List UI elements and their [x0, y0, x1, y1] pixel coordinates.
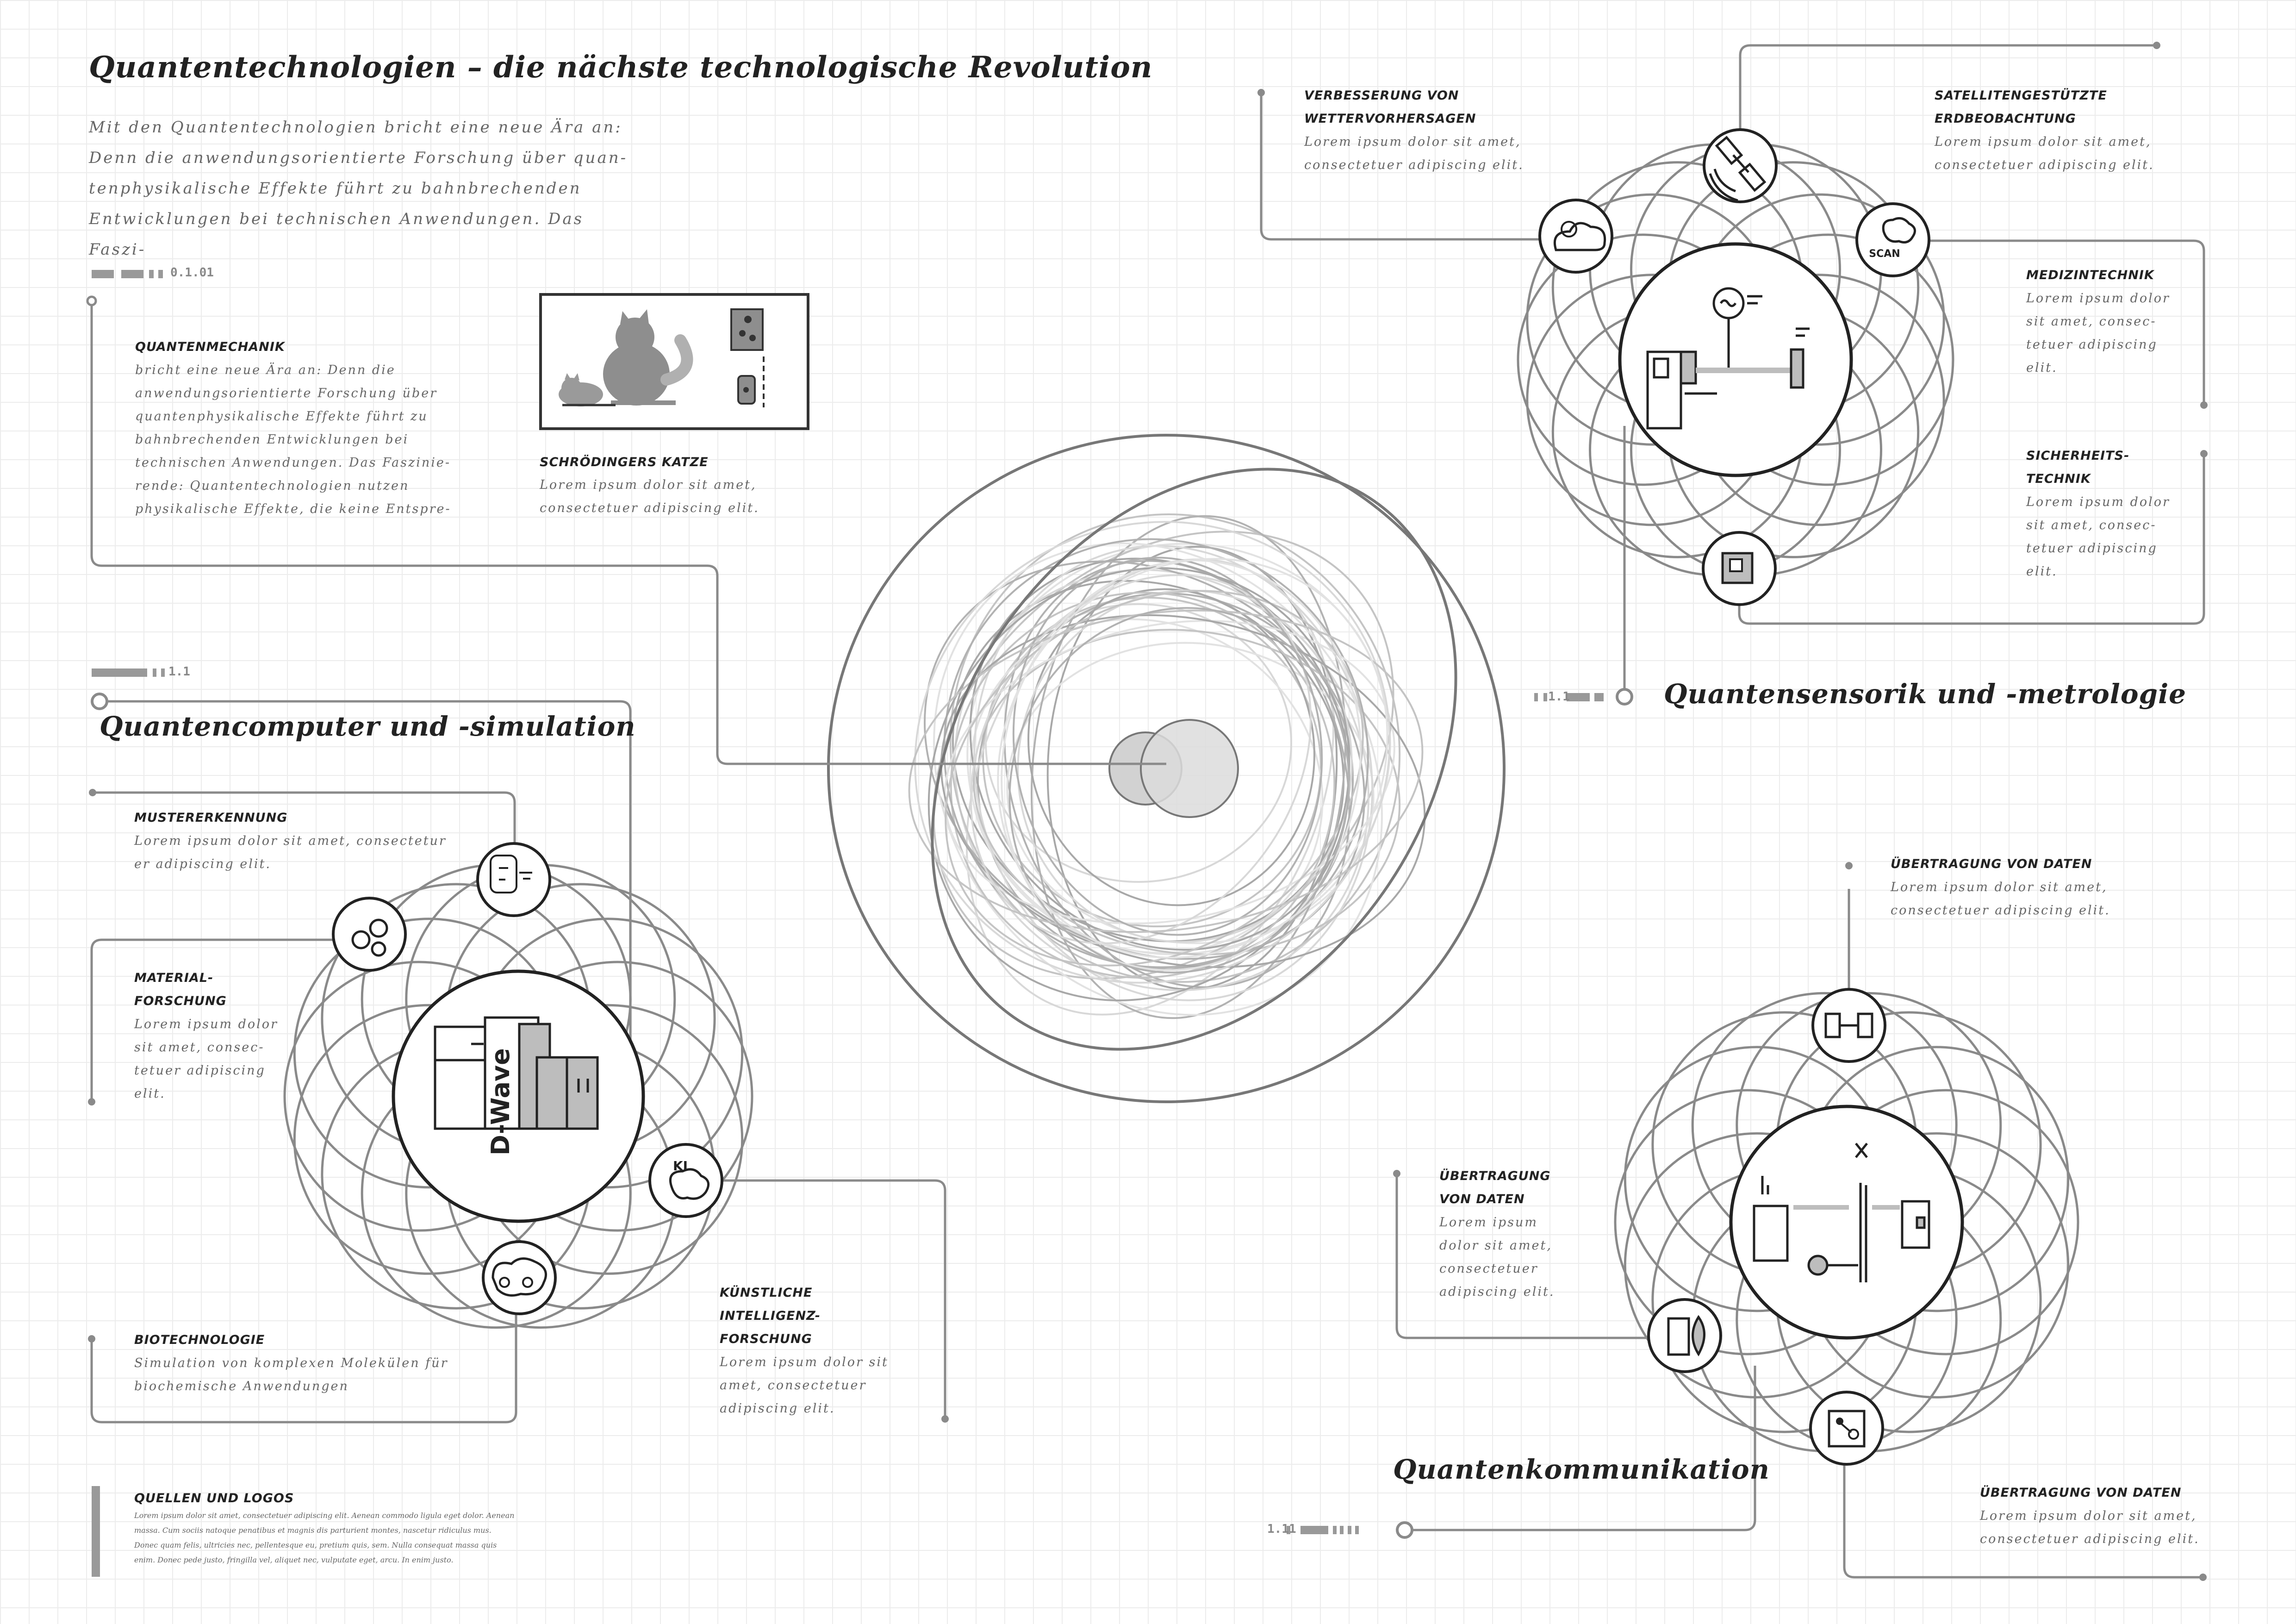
sensor-device-icon	[1646, 287, 1810, 430]
swirl-ellipse	[1012, 556, 1323, 936]
swirl-ellipse	[927, 567, 1350, 1001]
computer-center-circle: D-Wave	[392, 969, 645, 1223]
comm-top-text: Lorem ipsum dolor sit amet, consectetuer…	[1891, 880, 2110, 918]
swirl-outer-ellipse	[827, 434, 1506, 1103]
communication-center-circle	[1729, 1105, 1964, 1340]
bio-text: Simulation von komplexen Molekülen für b…	[134, 1356, 448, 1393]
central-overlapping-circles	[1108, 719, 1239, 818]
satellite-node[interactable]	[1703, 128, 1778, 203]
quantenmechanik-text: bricht eine neue Ära an: Denn die anwend…	[135, 363, 451, 516]
brain-icon	[669, 1168, 710, 1200]
bio-heading: BIOTECHNOLOGIE	[134, 1333, 265, 1347]
pattern-recognition-node[interactable]	[476, 842, 551, 917]
dwave-logo-text: D-Wave	[486, 1048, 515, 1156]
comm-bottom-heading: ÜBERTRAGUNG VON DATEN	[1980, 1486, 2182, 1500]
swirl-ellipse	[1008, 607, 1350, 974]
ki-text: Lorem ipsum dolor sit amet, consectetuer…	[720, 1355, 889, 1416]
quantenmechanik-heading: QUANTENMECHANIK	[135, 340, 285, 354]
scanner-icon	[1721, 552, 1754, 584]
sicherheit-heading: SICHERHEITS- TECHNIK	[2026, 449, 2130, 486]
satellite-icon	[1709, 136, 1767, 202]
sensor-center-circle	[1618, 242, 1853, 477]
wetter-text: Lorem ipsum dolor sit amet, consectetuer…	[1304, 135, 1524, 172]
intro-text: Mit den Quantentechnologien bricht eine …	[89, 118, 628, 259]
satellit-heading: SATELLITENGESTÜTZTE ERDBEOBACHTUNG	[1935, 88, 2107, 126]
ai-research-node[interactable]: KI	[648, 1143, 723, 1218]
medizin-heading: MEDIZINTECHNIK	[2026, 268, 2154, 282]
poison-box-icon	[730, 308, 765, 407]
material-text: Lorem ipsum dolor sit amet, consec- tetu…	[134, 1017, 278, 1101]
medizin-text: Lorem ipsum dolor sit amet, consec- tetu…	[2026, 291, 2170, 375]
comm-left-heading: ÜBERTRAGUNG VON DATEN	[1439, 1169, 1551, 1206]
cat-icon	[559, 309, 693, 406]
material-heading: MATERIAL- FORSCHUNG	[134, 971, 227, 1008]
security-node[interactable]	[1702, 531, 1777, 606]
code-bars	[92, 270, 1604, 1577]
swirl-ellipse	[1031, 515, 1346, 1019]
schroedinger-heading: SCHRÖDINGERS KATZE	[540, 455, 709, 469]
comm-top-heading: ÜBERTRAGUNG VON DATEN	[1891, 857, 2092, 871]
muster-text: Lorem ipsum dolor sit amet, consectetur …	[134, 834, 447, 871]
code-left-section: 1.1	[168, 665, 190, 679]
ki-heading: KÜNSTLICHE INTELLIGENZ- FORSCHUNG	[720, 1286, 821, 1346]
swirl-outer-ellipse	[931, 468, 1457, 1051]
comm-bottom-text: Lorem ipsum dolor sit amet, consectetuer…	[1980, 1509, 2200, 1546]
comm-node-left[interactable]	[1647, 1298, 1722, 1373]
schroedinger-text: Lorem ipsum dolor sit amet, consectetuer…	[540, 478, 759, 515]
code-sensor-section: 1.1	[1548, 690, 1570, 704]
connector-lines	[90, 44, 2205, 1579]
swirl-ellipse	[997, 558, 1388, 959]
wetter-heading: VERBESSERUNG VON WETTERVORHERSAGEN	[1304, 88, 1476, 126]
brain-scan-icon	[1882, 217, 1916, 244]
central-quantum-swirl	[827, 434, 1506, 1103]
material-research-node[interactable]	[332, 897, 407, 972]
muster-heading: MUSTERERKENNUNG	[134, 811, 288, 825]
swirl-ellipse	[940, 614, 1426, 968]
computer-section-title: Quantencomputer und -simulation	[100, 711, 636, 742]
page-title: Quantentechnologien – die nächste techno…	[89, 50, 1153, 85]
sensor-section-title: Quantensensorik und -metrologie	[1664, 678, 2187, 710]
comm-node-bottom[interactable]	[1809, 1391, 1884, 1466]
swirl-ellipse	[933, 542, 1383, 1016]
code-top-left: 0.1.01	[170, 266, 214, 280]
cloud-icon	[1553, 222, 1606, 251]
weather-node[interactable]	[1538, 199, 1613, 274]
molecule-icon	[492, 1257, 547, 1297]
biotech-node[interactable]	[482, 1240, 557, 1315]
connector-endpoints	[86, 42, 2208, 1581]
comm-left-text: Lorem ipsum dolor sit amet, consectetuer…	[1439, 1215, 1555, 1299]
satellit-text: Lorem ipsum dolor sit amet, consectetuer…	[1935, 135, 2154, 172]
quantum-computer-icon	[434, 1016, 599, 1130]
schroedinger-cat-box	[539, 293, 809, 430]
sources-heading: QUELLEN UND LOGOS	[134, 1491, 294, 1505]
swirl-ellipse	[1001, 559, 1362, 971]
sicherheit-text: Lorem ipsum dolor sit amet, consec- tetu…	[2026, 495, 2170, 579]
comm-node-top[interactable]	[1811, 988, 1886, 1063]
medical-node[interactable]: SCAN	[1855, 202, 1930, 277]
scan-label: SCAN	[1869, 248, 1900, 260]
comm-section-title: Quantenkommunikation	[1393, 1454, 1770, 1485]
code-comm-section: 1.11	[1267, 1522, 1296, 1536]
data-transfer-device-icon	[1753, 1143, 1930, 1282]
swirl-ellipse	[914, 521, 1391, 984]
sources-text: Lorem ipsum dolor sit amet, consectetuer…	[134, 1511, 515, 1564]
